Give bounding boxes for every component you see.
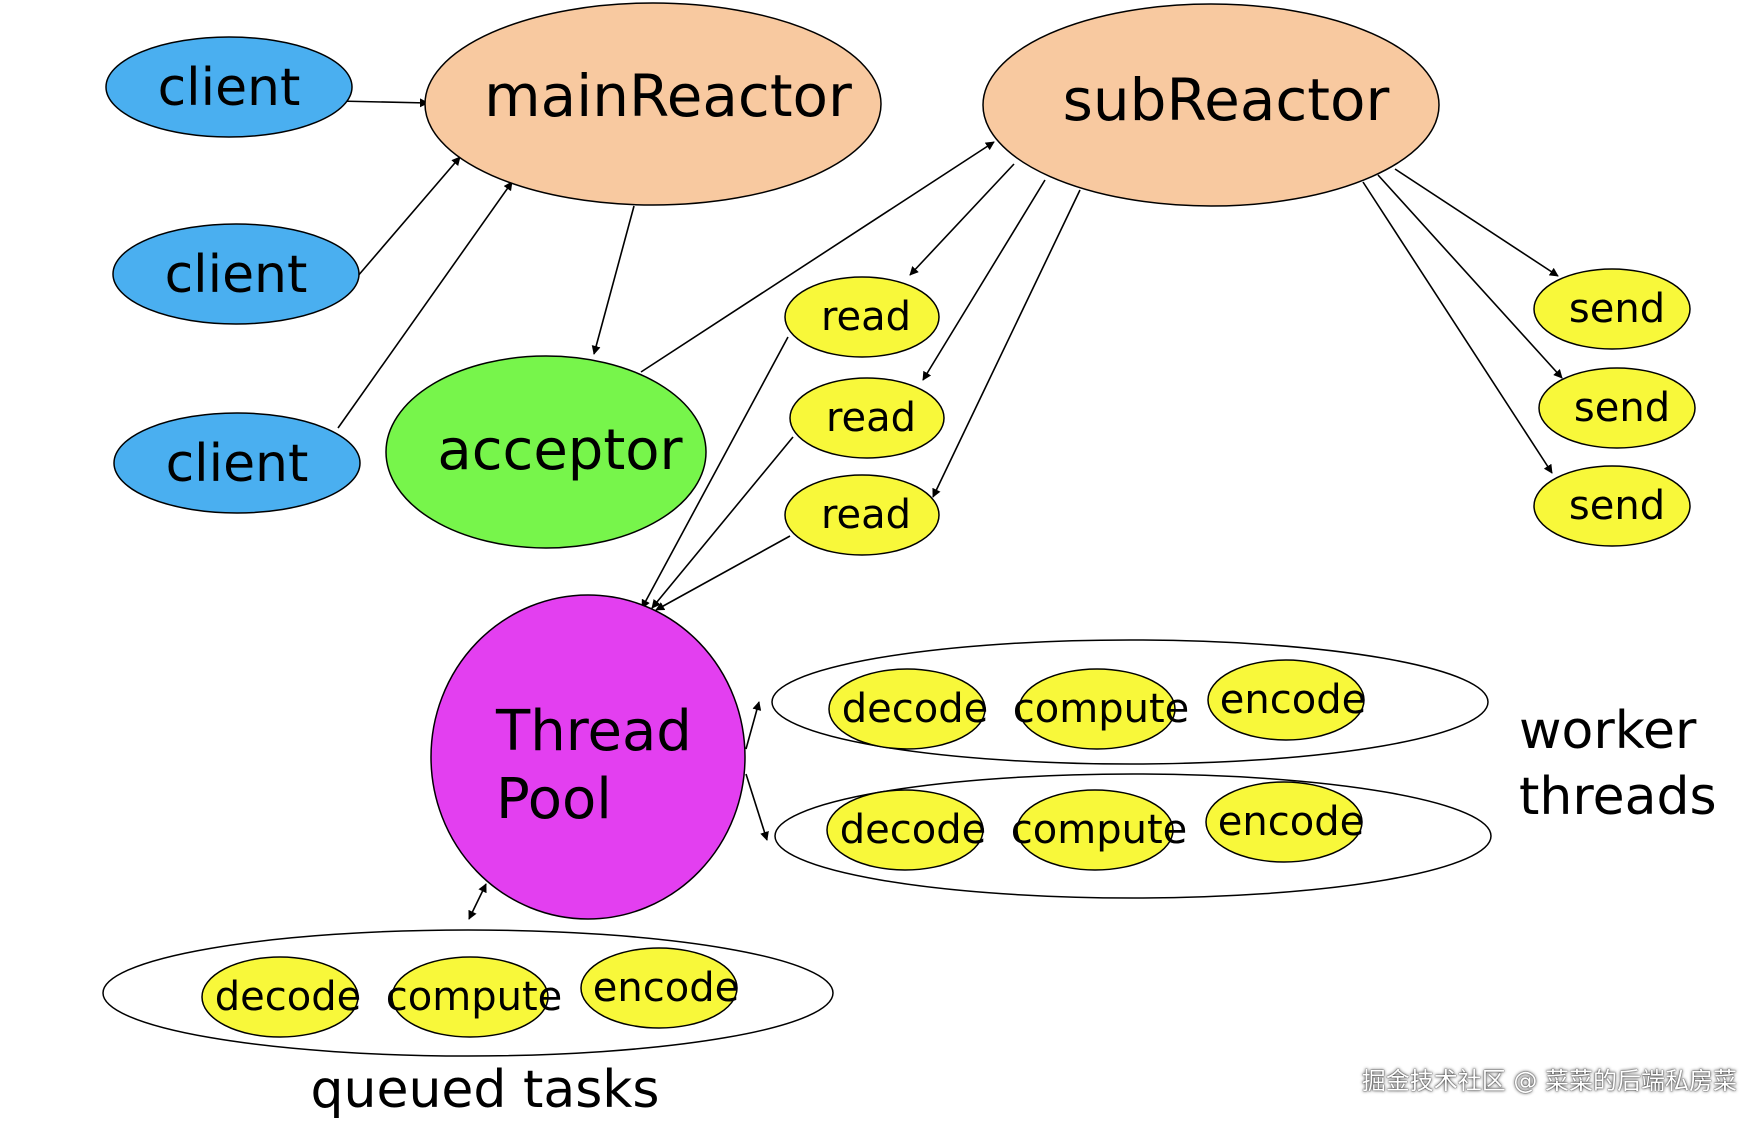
main-reactor-node: mainReactor xyxy=(424,2,882,206)
client-ellipse xyxy=(105,36,353,138)
main-reactor-label: mainReactor xyxy=(484,62,852,130)
edge-subreactor-read3 xyxy=(932,189,1081,498)
sub-reactor-label: subReactor xyxy=(1063,66,1390,134)
read-node-1: read xyxy=(784,276,940,358)
worker-thread-row-2: decode compute encode xyxy=(774,773,1492,899)
encode-ellipse xyxy=(1207,659,1365,741)
acceptor-node: acceptor xyxy=(385,355,707,549)
encode-label: encode xyxy=(593,965,739,1011)
sub-reactor-ellipse xyxy=(982,3,1440,207)
thread-pool-ellipse xyxy=(430,594,746,920)
compute-label: compute xyxy=(386,974,562,1020)
decode-ellipse xyxy=(826,789,984,871)
read-label: read xyxy=(826,395,916,441)
send-node-3: send xyxy=(1533,465,1691,547)
compute-ellipse xyxy=(391,956,549,1038)
read-ellipse xyxy=(784,276,940,358)
client-node-2: client xyxy=(112,223,360,325)
edge-subreactor-read2 xyxy=(922,179,1046,381)
read-ellipse xyxy=(784,474,940,556)
decode-label: decode xyxy=(215,974,361,1020)
decode-label: decode xyxy=(840,807,986,853)
edge-client2-mainreactor xyxy=(356,156,461,278)
edge-read2-threadpool xyxy=(651,436,794,609)
edge-read3-threadpool xyxy=(655,535,791,611)
queued-tasks-row: decode compute encode xyxy=(102,929,834,1057)
decode-ellipse xyxy=(828,668,986,750)
edge-subreactor-read1 xyxy=(909,163,1015,276)
encode-label: encode xyxy=(1218,799,1364,845)
worker-threads-label-line1: worker xyxy=(1519,701,1697,761)
encode-ellipse xyxy=(1205,781,1363,863)
edge-subreactor-send1 xyxy=(1394,168,1559,277)
edges xyxy=(336,98,1563,920)
watermark: 掘金技术社区 @ 菜菜的后端私房菜 xyxy=(1361,1067,1737,1095)
send-ellipse xyxy=(1533,465,1691,547)
client-label: client xyxy=(158,58,301,118)
edge-mainreactor-acceptor xyxy=(591,205,635,355)
edge-client1-mainreactor xyxy=(336,98,429,108)
thread-pool-node: Thread Pool xyxy=(430,594,746,920)
encode-ellipse xyxy=(580,947,738,1029)
compute-ellipse xyxy=(1016,789,1174,871)
send-ellipse xyxy=(1533,268,1691,350)
client-ellipse xyxy=(112,223,360,325)
client-node-3: client xyxy=(113,412,361,514)
edge-subreactor-send3 xyxy=(1362,181,1553,474)
queued-tasks-label: queued tasks xyxy=(311,1060,660,1120)
read-node-3: read xyxy=(784,474,940,556)
send-label: send xyxy=(1574,385,1670,431)
decode-label: decode xyxy=(842,686,988,732)
edge-client3-mainreactor xyxy=(337,181,513,429)
edge-threadpool-worker2 xyxy=(745,773,769,841)
send-node-1: send xyxy=(1533,268,1691,350)
compute-ellipse xyxy=(1018,668,1176,750)
thread-pool-label-line2: Pool xyxy=(496,767,612,832)
read-label: read xyxy=(821,294,911,340)
compute-label: compute xyxy=(1013,686,1189,732)
edge-threadpool-worker1 xyxy=(745,701,762,750)
send-node-2: send xyxy=(1538,367,1696,449)
sub-reactor-node: subReactor xyxy=(982,3,1440,207)
client-label: client xyxy=(165,245,308,305)
send-label: send xyxy=(1569,483,1665,529)
worker-thread-row-1: decode compute encode xyxy=(771,639,1489,765)
read-ellipse xyxy=(789,377,945,459)
read-node-2: read xyxy=(789,377,945,459)
thread-pool-label-line1: Thread xyxy=(495,699,692,764)
decode-ellipse xyxy=(201,956,359,1038)
client-ellipse xyxy=(113,412,361,514)
main-reactor-ellipse xyxy=(424,2,882,206)
edge-subreactor-send2 xyxy=(1377,174,1563,379)
client-node-1: client xyxy=(105,36,353,138)
edge-acceptor-subreactor xyxy=(640,141,995,373)
read-label: read xyxy=(821,492,911,538)
send-ellipse xyxy=(1538,367,1696,449)
send-label: send xyxy=(1569,286,1665,332)
edge-read1-threadpool xyxy=(641,336,789,609)
edge-threadpool-queue xyxy=(468,883,487,920)
worker-threads-label-line2: threads xyxy=(1519,767,1717,827)
acceptor-ellipse xyxy=(385,355,707,549)
encode-label: encode xyxy=(1220,677,1366,723)
client-label: client xyxy=(166,434,309,494)
acceptor-label: acceptor xyxy=(437,418,683,483)
compute-label: compute xyxy=(1011,807,1187,853)
